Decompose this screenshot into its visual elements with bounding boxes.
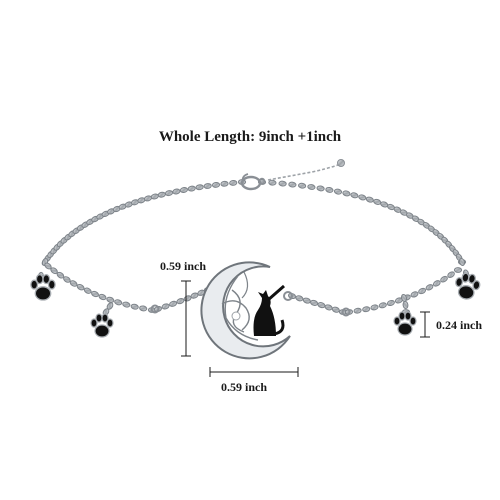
paw-charm-icon <box>90 313 114 338</box>
chain-link <box>176 298 185 305</box>
chain-link <box>98 293 107 301</box>
chain-link <box>331 306 340 313</box>
chain-link <box>410 291 419 298</box>
paw-charm-size-label: 0.24 inch <box>436 318 483 332</box>
chain-link <box>50 267 58 275</box>
chain-link <box>295 295 304 302</box>
pendant-width-label: 0.59 inch <box>221 380 268 394</box>
chain-link <box>211 181 221 188</box>
chain-link <box>91 290 99 298</box>
crescent-moon-icon <box>200 261 291 360</box>
chain-link <box>325 186 334 193</box>
chain-link <box>139 305 148 312</box>
chain-link <box>302 297 311 304</box>
chain-link <box>187 185 196 192</box>
chain-link <box>342 190 351 197</box>
chain-link <box>63 276 71 283</box>
lobster-clasp-icon <box>240 173 266 191</box>
chain-link <box>316 185 325 192</box>
chain-link <box>386 299 395 307</box>
chain-link <box>373 198 382 205</box>
chain-link <box>220 180 229 187</box>
cat-silhouette-icon <box>253 284 285 336</box>
chain-link <box>44 262 52 270</box>
pendant-height-label: 0.59 inch <box>160 259 207 273</box>
lower-chain <box>44 262 463 321</box>
chain-link <box>83 287 92 294</box>
chain-link <box>157 191 166 198</box>
chain-link <box>310 299 319 306</box>
chain-link <box>106 296 115 303</box>
chain-link <box>440 275 448 283</box>
chain-link <box>362 306 371 313</box>
chain-link <box>402 300 409 310</box>
chain-link <box>122 301 131 308</box>
dimension-guides <box>181 280 430 377</box>
paw-charm-icon <box>455 272 481 300</box>
chain-link <box>114 299 123 306</box>
chain-link <box>161 303 170 310</box>
paw-charms <box>30 272 481 338</box>
chain-link <box>353 307 362 314</box>
chain-link <box>76 284 85 291</box>
chain-link <box>432 280 441 287</box>
chain-link <box>150 193 159 200</box>
chain-link <box>418 287 427 295</box>
chain-link <box>229 179 238 186</box>
chain-link <box>458 258 466 266</box>
upper-chain <box>37 179 471 281</box>
chain-link <box>172 188 181 195</box>
chain-link <box>268 179 277 186</box>
chain-link <box>365 196 374 203</box>
chain-link <box>358 194 367 201</box>
chain-link <box>447 271 455 279</box>
paw-charm-icon <box>393 311 417 336</box>
chain-link <box>56 271 65 279</box>
chain-link <box>425 284 434 291</box>
chain-link <box>378 302 387 309</box>
chain-link <box>169 300 178 307</box>
chain-link <box>69 280 78 287</box>
chain-link <box>370 304 379 311</box>
chain-link <box>307 184 316 190</box>
whole-length-label: Whole Length: 9inch +1inch <box>158 129 342 145</box>
chain-link <box>453 267 463 273</box>
chain-link <box>195 184 204 191</box>
extension-chain <box>267 159 345 181</box>
chain-link <box>333 188 343 195</box>
chain-link <box>179 187 188 193</box>
chain-link <box>203 183 212 189</box>
chain-link <box>317 302 326 309</box>
chain-link <box>298 182 307 189</box>
chain-link <box>130 303 139 310</box>
paw-charm-icon <box>30 274 56 301</box>
chain-link <box>278 180 287 187</box>
chain-link <box>288 181 297 188</box>
chain-link <box>324 304 333 311</box>
chain-link <box>350 192 359 199</box>
chain-link <box>164 190 174 197</box>
